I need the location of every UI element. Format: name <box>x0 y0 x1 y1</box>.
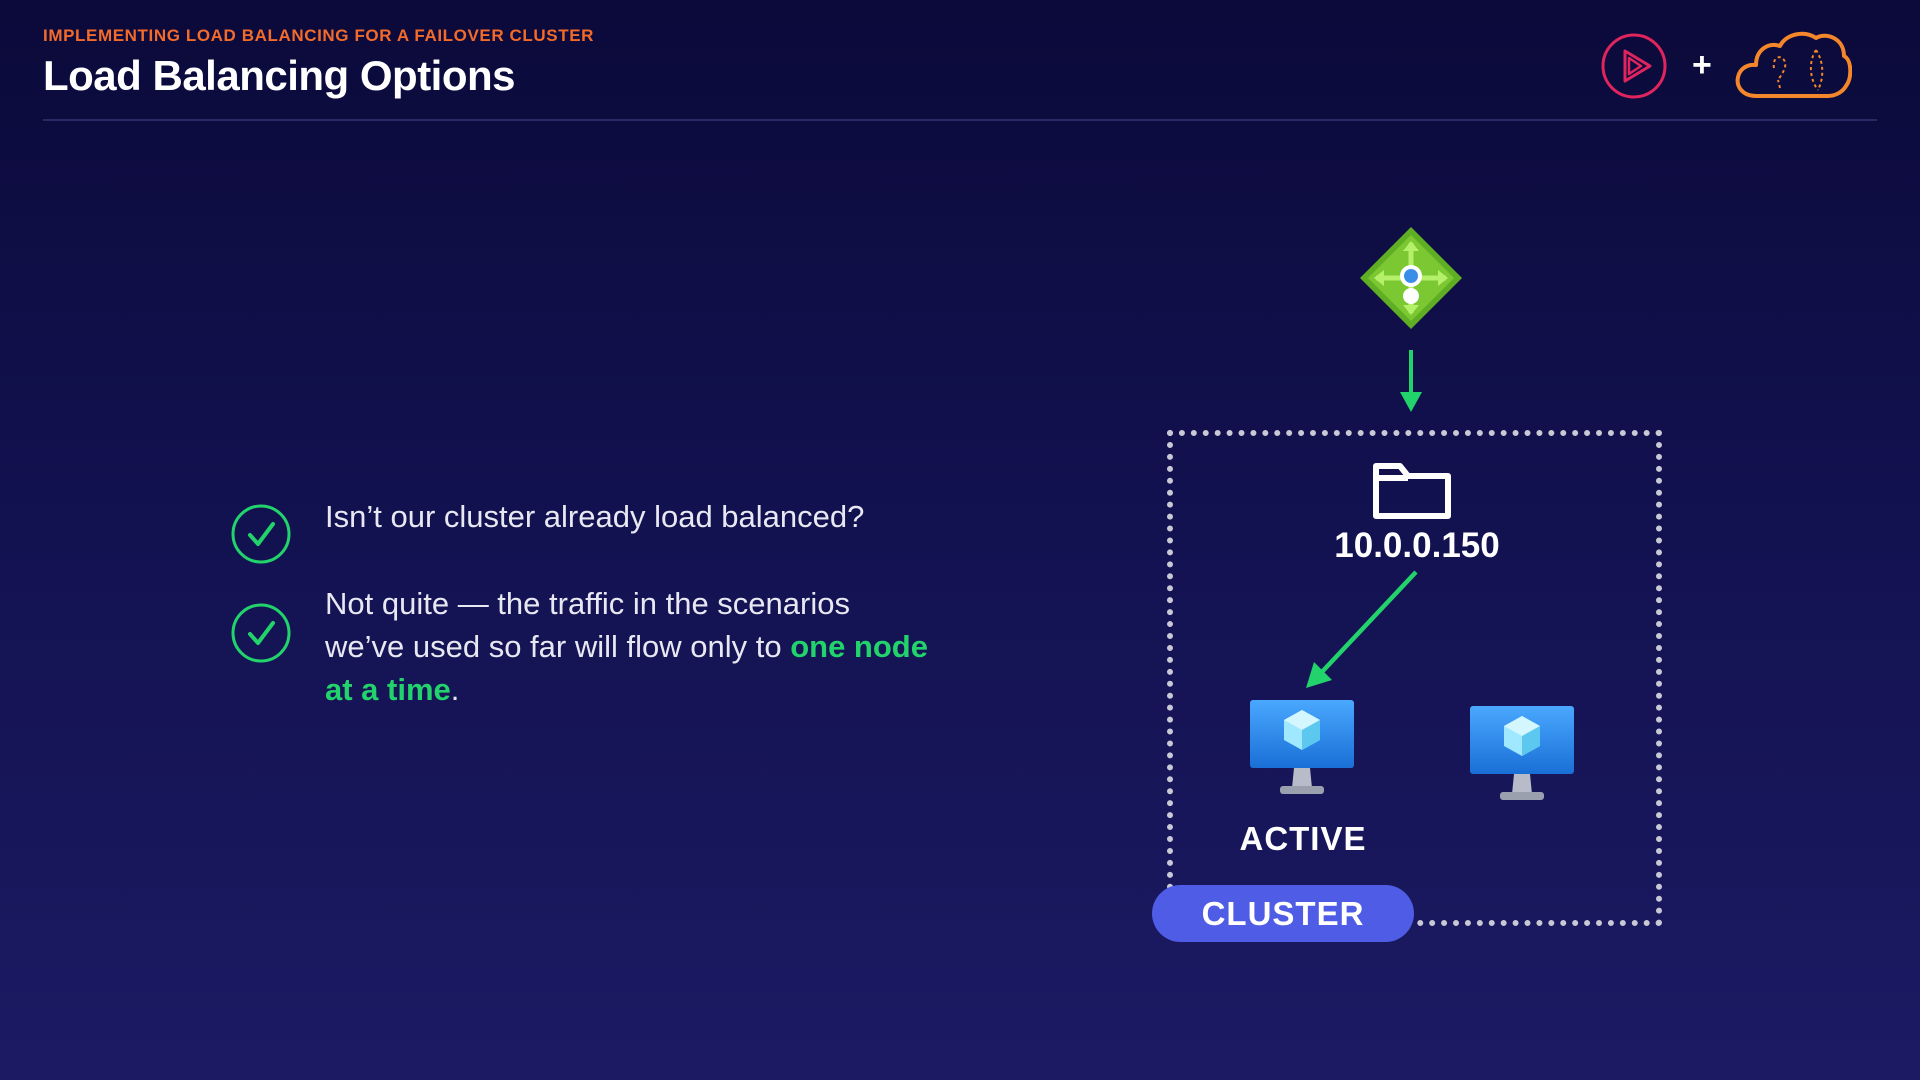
arrow-down-icon <box>1400 350 1422 412</box>
page-title: Load Balancing Options <box>43 52 516 99</box>
slide-header: IMPLEMENTING LOAD BALANCING FOR A FAILOV… <box>43 26 594 100</box>
check-circle-icon <box>231 504 291 564</box>
bullet-text-start: Not quite — the traffic in the scenarios… <box>325 586 850 664</box>
section-kicker: IMPLEMENTING LOAD BALANCING FOR A FAILOV… <box>43 26 595 45</box>
folder-icon <box>1373 463 1451 519</box>
load-balancer-icon <box>1360 227 1462 329</box>
arrow-diagonal-icon <box>1306 570 1418 688</box>
bullet-list: Isn’t our cluster already load balanced?… <box>230 495 930 755</box>
play-logo-icon <box>1601 33 1667 99</box>
cluster-ip-label: 10.0.0.150 <box>1334 526 1500 565</box>
plus-sign: + <box>1692 46 1712 84</box>
cluster-diagram: 10.0.0.150 ACTIVE C <box>1140 220 1680 960</box>
cluster-badge: CLUSTER <box>1152 885 1414 942</box>
brand-logos: + <box>1600 28 1880 102</box>
bullet-highlight: one node at a time <box>325 629 928 707</box>
bullet-text: Not quite — the traffic in the scenarios… <box>325 582 930 711</box>
check-circle-icon <box>231 603 291 663</box>
bullet-item: Not quite — the traffic in the scenarios… <box>230 582 930 711</box>
cloud-logo-icon <box>1735 31 1852 98</box>
header-divider <box>43 119 1877 121</box>
active-node-label: ACTIVE <box>1239 820 1367 857</box>
virtual-machine-icon <box>1250 700 1354 794</box>
bullet-text: Isn’t our cluster already load balanced? <box>325 499 865 534</box>
cluster-boundary <box>1167 430 1662 926</box>
bullet-text-end: . <box>450 672 460 707</box>
virtual-machine-icon <box>1470 706 1574 800</box>
bullet-item: Isn’t our cluster already load balanced? <box>230 495 930 564</box>
